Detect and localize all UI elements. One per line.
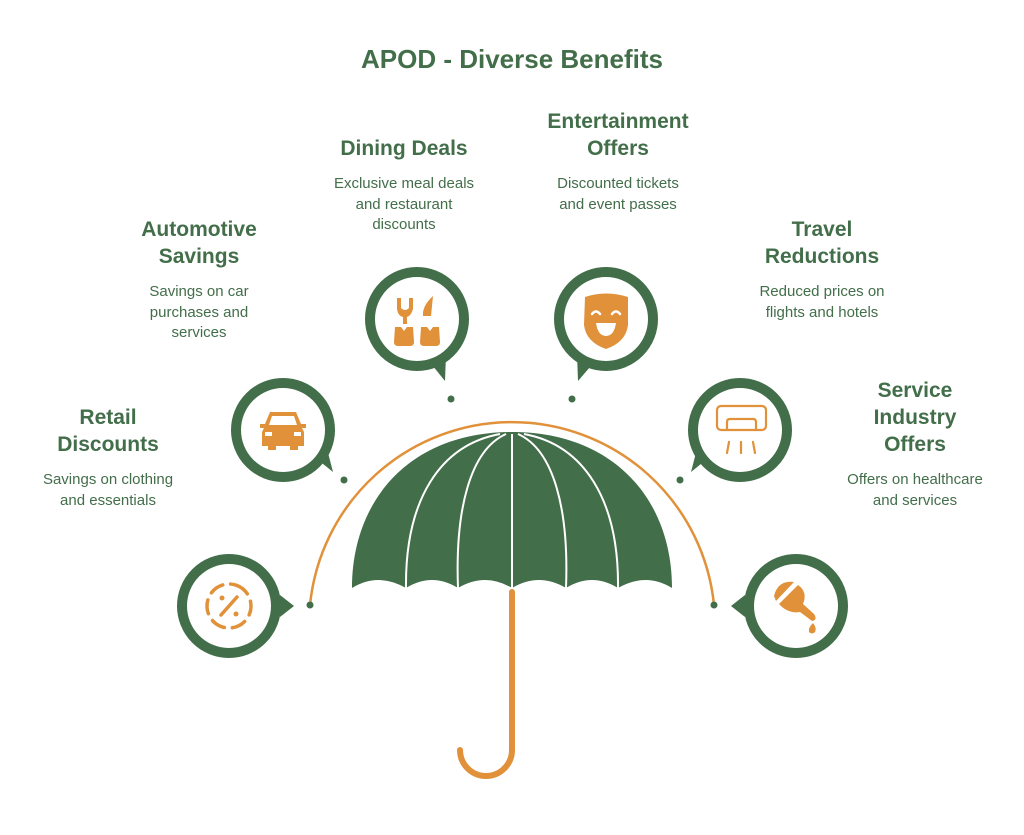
benefit-description: Exclusive meal deals and restaurant disc… bbox=[304, 174, 504, 236]
benefit-desc-line: services bbox=[171, 324, 227, 341]
benefit-title-line: Offers bbox=[587, 137, 649, 160]
benefit-desc-line: and services bbox=[872, 491, 958, 509]
benefit-title: Dining Deals bbox=[304, 135, 504, 162]
benefit-title: Entertainment Offers bbox=[518, 108, 718, 162]
connector-dot bbox=[676, 476, 684, 484]
umbrella-handle bbox=[457, 589, 515, 779]
benefit-title: Automotive Savings bbox=[109, 216, 289, 270]
benefit-title-line: Retail bbox=[79, 406, 137, 429]
benefit-title-line: Reductions bbox=[764, 245, 880, 268]
benefit-label-automotive: Automotive Savings Savings on car purcha… bbox=[109, 216, 289, 344]
connector-dot bbox=[306, 601, 314, 609]
benefit-label-travel: Travel Reductions Reduced prices on flig… bbox=[722, 216, 922, 323]
benefit-title: Retail Discounts bbox=[18, 404, 198, 458]
dropper-icon bbox=[774, 581, 816, 634]
benefit-desc-line: Savings on clothing bbox=[42, 471, 174, 488]
benefit-title-line: Entertainment bbox=[547, 110, 689, 133]
benefit-desc-line: Discounted tickets bbox=[557, 175, 679, 192]
benefit-description: Savings on clothing and essentials bbox=[18, 470, 198, 511]
benefit-title-line: Discounts bbox=[57, 433, 159, 456]
benefit-desc-line: flights and hotels bbox=[765, 303, 879, 321]
benefit-desc-line: Offers on healthcare bbox=[847, 471, 983, 488]
benefit-desc-line: Exclusive meal deals bbox=[333, 175, 475, 192]
benefit-desc-line: Reduced prices on bbox=[759, 283, 885, 300]
connector-dot bbox=[568, 395, 576, 403]
umbrella-canopy bbox=[352, 432, 672, 590]
benefit-title-line: Service bbox=[877, 379, 953, 402]
benefit-label-service: Service Industry Offers Offers on health… bbox=[815, 377, 1015, 511]
benefit-desc-line: and event passes bbox=[559, 195, 677, 213]
connector-dots bbox=[306, 395, 718, 609]
benefit-label-retail: Retail Discounts Savings on clothing and… bbox=[18, 404, 198, 511]
car-icon bbox=[260, 412, 306, 450]
benefit-description: Offers on healthcare and services bbox=[815, 470, 1015, 511]
benefit-description: Savings on car purchases and services bbox=[109, 282, 289, 344]
benefit-desc-line: purchases and bbox=[149, 303, 249, 321]
percent-icon bbox=[205, 582, 253, 630]
benefit-bubble-automotive bbox=[231, 378, 335, 482]
connector-dot bbox=[340, 476, 348, 484]
benefit-desc-line: discounts bbox=[372, 216, 436, 233]
benefit-description: Reduced prices on flights and hotels bbox=[722, 282, 922, 323]
benefit-title: Service Industry Offers bbox=[815, 377, 1015, 458]
theater-mask-icon bbox=[584, 293, 628, 349]
connector-arc bbox=[308, 420, 716, 606]
benefit-bubble-entertainment bbox=[554, 267, 658, 381]
benefit-desc-line: and restaurant bbox=[355, 195, 453, 213]
benefit-title-line: Savings bbox=[158, 245, 240, 268]
benefit-title-line: Industry bbox=[873, 406, 957, 429]
benefit-bubble-retail bbox=[177, 554, 294, 658]
benefit-title: Travel Reductions bbox=[722, 216, 922, 270]
air-conditioner-icon bbox=[715, 404, 768, 455]
benefit-label-dining: Dining Deals Exclusive meal deals and re… bbox=[304, 135, 504, 236]
benefit-bubble-service bbox=[731, 554, 848, 658]
benefit-desc-line: and essentials bbox=[60, 491, 156, 509]
page-title: APOD - Diverse Benefits bbox=[361, 44, 663, 74]
benefit-label-entertainment: Entertainment Offers Discounted tickets … bbox=[518, 108, 718, 215]
benefit-bubble-travel bbox=[688, 378, 792, 482]
benefit-bubble-dining bbox=[365, 267, 469, 381]
benefit-title-line: Dining Deals bbox=[340, 137, 468, 160]
benefit-desc-line: Savings on car bbox=[149, 283, 249, 300]
benefit-description: Discounted tickets and event passes bbox=[518, 174, 718, 215]
connector-dot bbox=[710, 601, 718, 609]
benefit-title-line: Automotive bbox=[141, 218, 257, 241]
fork-knife-icon bbox=[394, 296, 440, 346]
benefit-title-line: Offers bbox=[884, 433, 946, 456]
connector-dot bbox=[447, 395, 455, 403]
benefit-title-line: Travel bbox=[791, 218, 853, 241]
